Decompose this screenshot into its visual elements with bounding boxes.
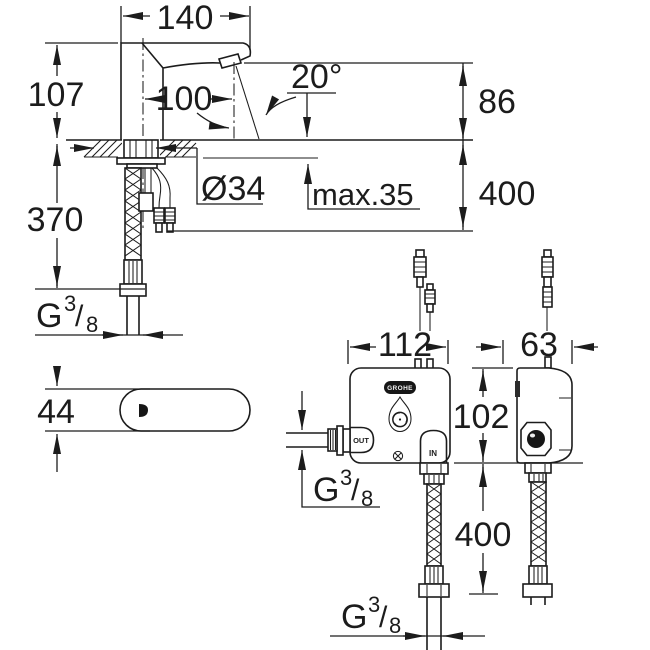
control-box-front-outline (349, 367, 451, 464)
dimension-112: 112 (347, 326, 449, 364)
cable-plugs-side (541, 249, 554, 331)
control-box-side-view (515, 249, 573, 464)
dim-spout-reach-label: 100 (156, 80, 213, 118)
cable-plugs-front (413, 249, 436, 331)
grohe-logo-text: GROHE (387, 385, 413, 392)
thread-slash: / (75, 300, 84, 333)
hose-braid-pattern (530, 481, 547, 563)
mounting-rod (144, 168, 152, 193)
water-stream-line (235, 65, 260, 140)
out-port-label: OUT (353, 436, 369, 445)
control-box-front-view: GROHE OUT IN (286, 249, 451, 464)
faucet-top-outline (119, 388, 251, 432)
faucet-side-view (120, 6, 260, 228)
thread-numerator: 3 (340, 465, 352, 490)
thread-numerator: 3 (368, 592, 380, 617)
dimension-107: 107 (28, 42, 118, 138)
thread-prefix: G (341, 598, 367, 636)
mounting-deck (66, 139, 473, 169)
dim-hose-length-label: 400 (455, 516, 512, 554)
dimension-100: 100 (145, 80, 232, 118)
spout-aerator (217, 53, 243, 69)
thread-denominator: 8 (86, 312, 98, 337)
dimension-g38-bottom: G 3 / 8 (330, 592, 485, 640)
hose-braid-pattern (124, 167, 142, 257)
dim-spray-angle-label: 20° (291, 58, 342, 96)
side-clip (515, 381, 520, 397)
dim-hole-diameter-label: Ø34 (201, 170, 265, 208)
hose-braid-pattern (426, 483, 442, 565)
faucet-supply-hose (119, 167, 176, 335)
sensor-window-icon (139, 404, 148, 417)
grohe-logo-badge (384, 381, 416, 394)
thread-prefix: G (36, 297, 62, 335)
dimension-20deg: 20° (196, 58, 342, 137)
dimension-400-side: 400 (167, 141, 536, 232)
dim-box-side-width-label: 63 (520, 326, 558, 364)
dim-top-width-label: 140 (157, 0, 214, 37)
dimension-max35: max.35 (304, 164, 420, 212)
thread-slash: / (351, 474, 360, 507)
dim-outlet-height-label: 86 (478, 83, 516, 121)
thread-numerator: 3 (64, 291, 76, 316)
deck-bottom-line (84, 156, 318, 159)
hose-nut (418, 583, 450, 598)
dim-box-width-label: 112 (378, 326, 432, 364)
out-pipe (286, 432, 328, 448)
dimension-63: 63 (476, 326, 598, 364)
control-box-side-hose (522, 462, 553, 605)
hose-nut (119, 283, 147, 297)
faucet-shank (116, 139, 166, 169)
dimension-370: 370 (27, 144, 145, 290)
control-box-front-hose (418, 462, 450, 650)
thread-slash: / (379, 601, 388, 634)
thread-denominator: 8 (389, 613, 401, 638)
dim-hose-drop-label: 370 (27, 201, 84, 239)
thread-denominator: 8 (361, 486, 373, 511)
dim-box-height-label: 102 (453, 398, 510, 436)
in-port-label: IN (429, 449, 437, 458)
dimension-dia34: Ø34 (70, 144, 265, 208)
hose-pipe-end (426, 597, 442, 650)
sensor-cable-plugs (151, 167, 176, 233)
in-port: IN (419, 429, 448, 463)
dimension-g38-mid: G 3 / 8 (298, 391, 380, 511)
hose-pipe-end (126, 296, 140, 335)
out-port: OUT (286, 425, 375, 456)
faucet-body-outline (120, 42, 252, 140)
dimension-102: 102 (453, 367, 583, 464)
water-drop-icon (388, 395, 412, 433)
dimension-g38-left: G 3 / 8 (35, 291, 183, 339)
faucet-top-view: 44 (37, 366, 251, 472)
dim-max-deck-label: max.35 (312, 177, 414, 212)
dim-cable-drop-label: 400 (479, 175, 536, 213)
screw-icon (392, 450, 404, 462)
hose-pipe-end (530, 597, 546, 605)
dimension-140: 140 (123, 0, 249, 37)
control-box-side-outline (516, 367, 573, 464)
dimension-400-bottom: 400 (455, 464, 512, 595)
dim-body-depth-label: 44 (37, 393, 75, 431)
thread-prefix: G (313, 471, 339, 509)
hose-nut (522, 583, 553, 598)
dim-body-height-label: 107 (28, 76, 85, 114)
dimension-86: 86 (244, 62, 516, 141)
out-port-side (520, 421, 552, 457)
